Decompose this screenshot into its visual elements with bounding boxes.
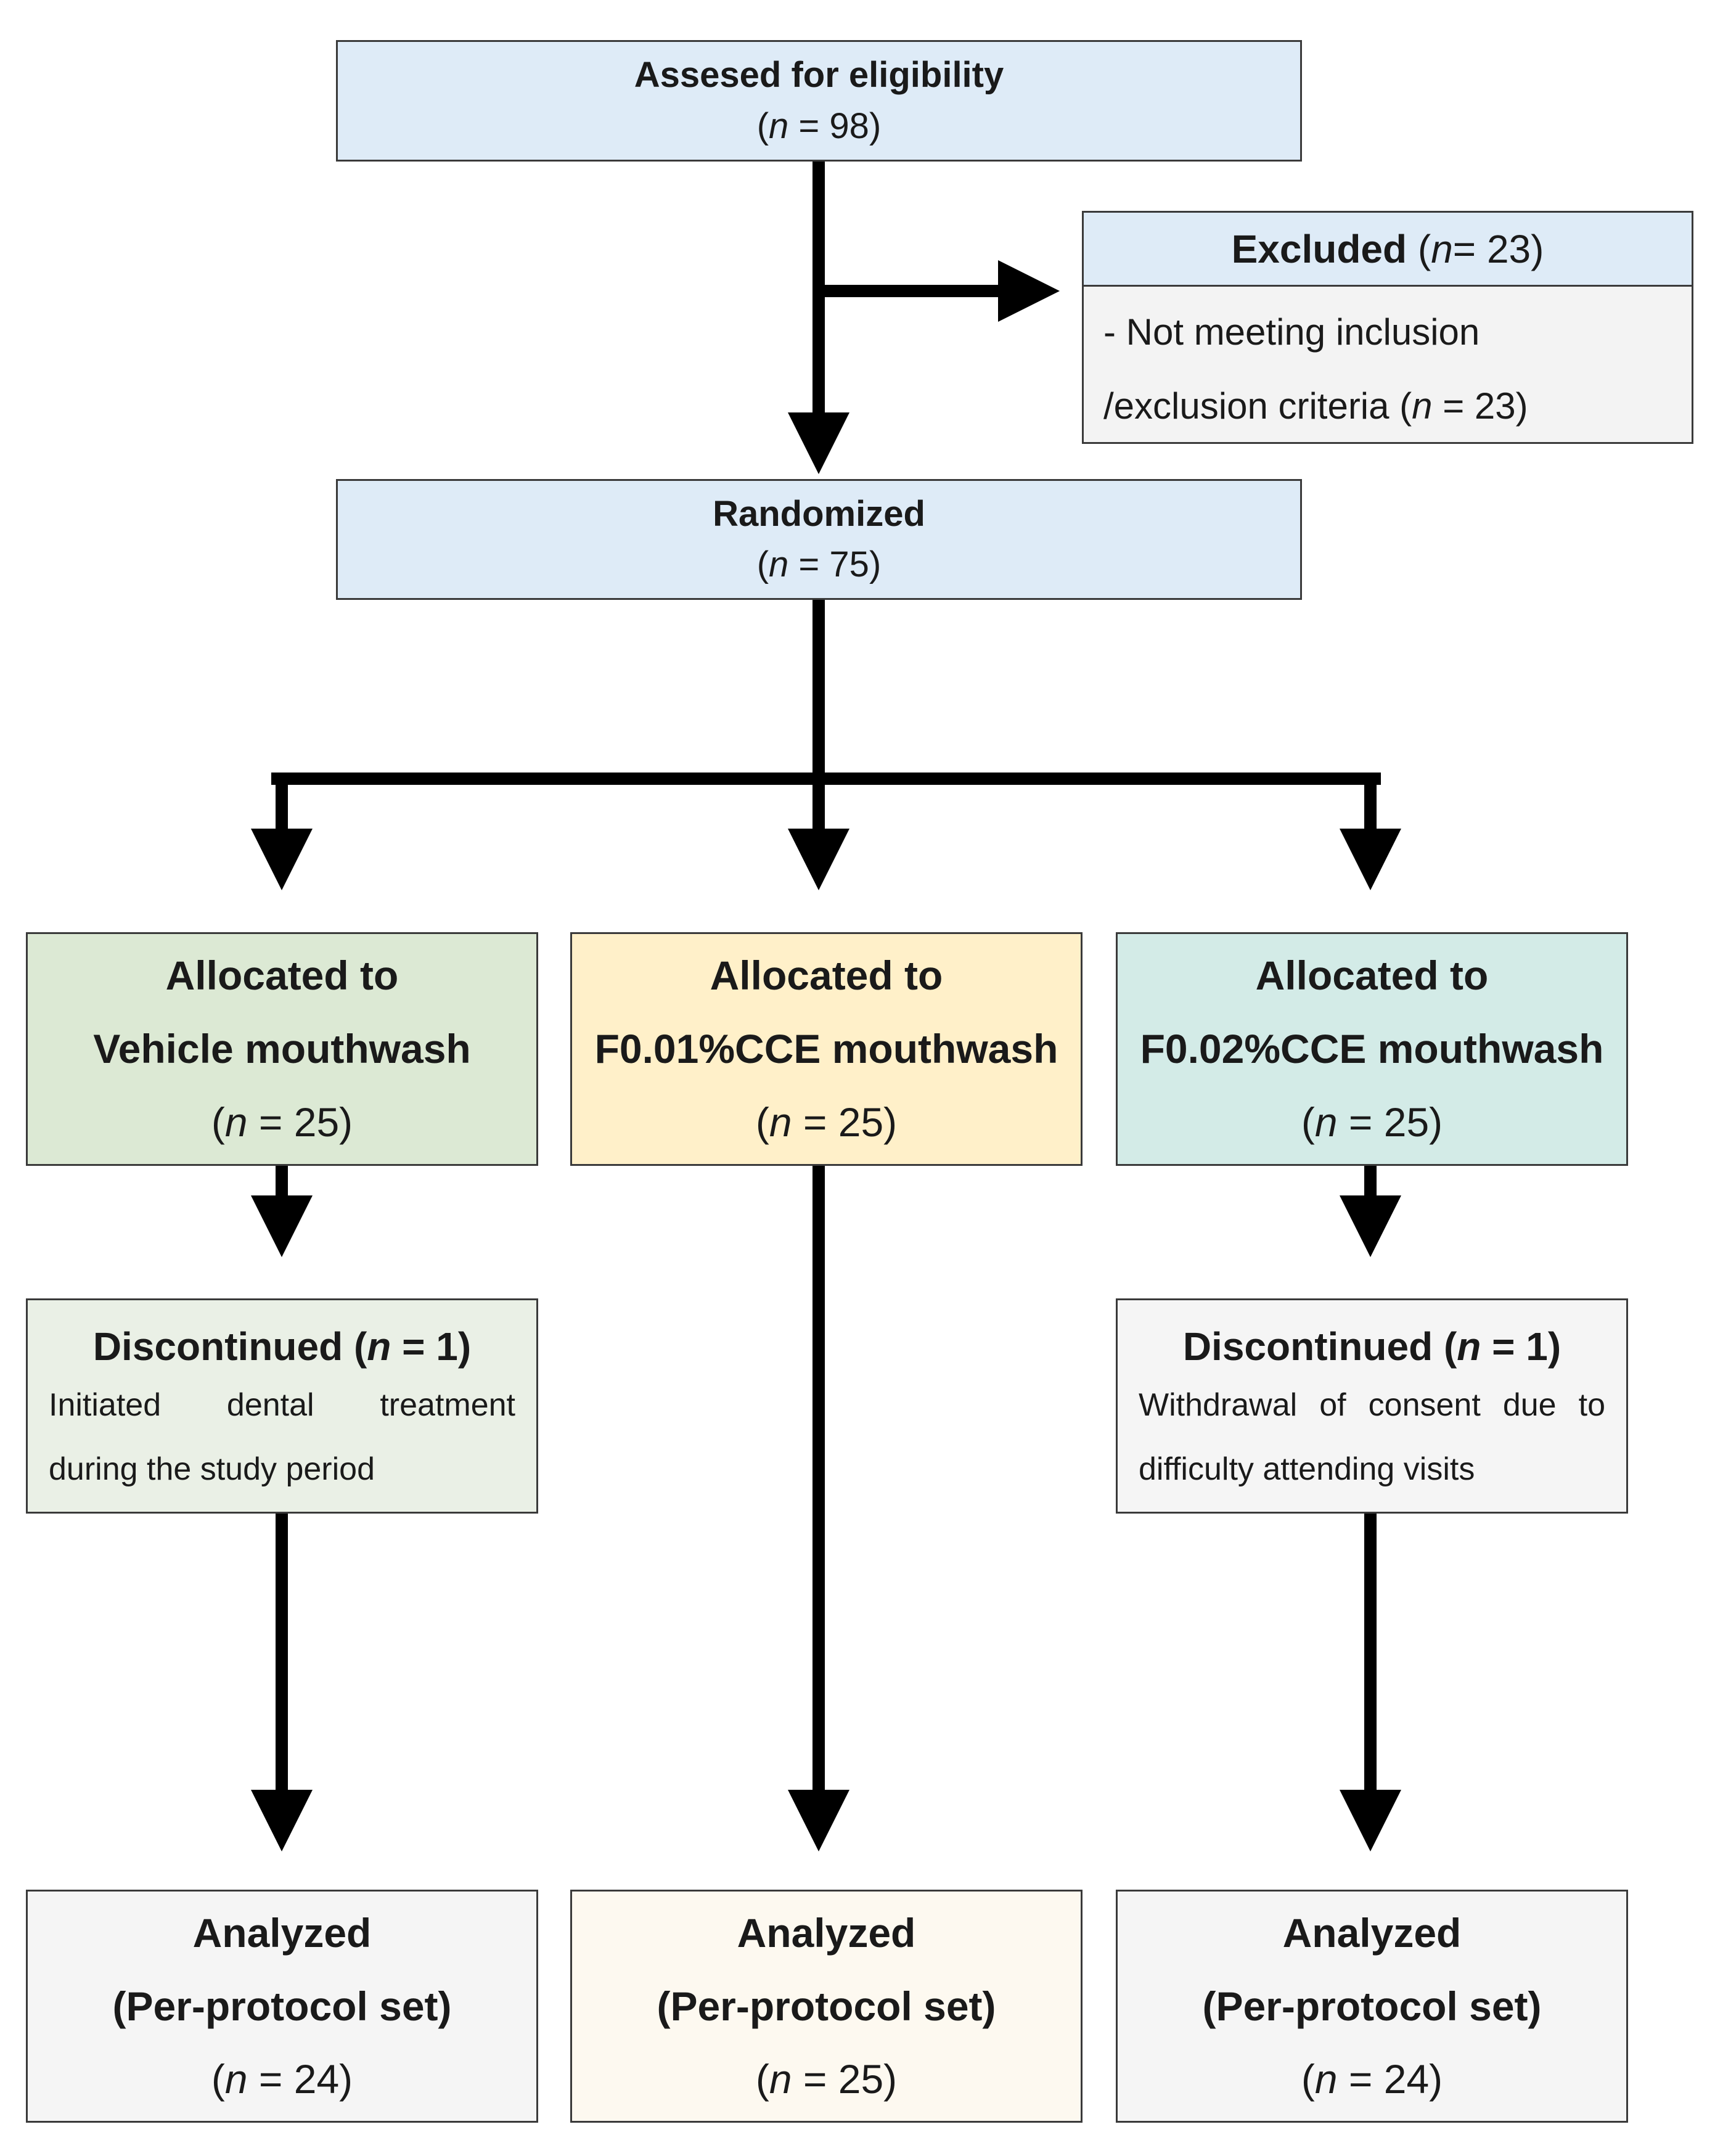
analyzed-f001-box: Analyzed (Per-protocol set) (n = 25): [570, 1890, 1083, 2123]
allocated-vehicle-box: Allocated to Vehicle mouthwash (n = 25): [26, 932, 538, 1166]
analyzed-f002-box: Analyzed (Per-protocol set) (n = 24): [1116, 1890, 1628, 2123]
excluded-box: Excluded (n = 23) - Not meeting inclusio…: [1082, 211, 1693, 444]
excluded-header: Excluded (n = 23): [1084, 213, 1692, 287]
excluded-reason: - Not meeting inclusion /exclusion crite…: [1103, 311, 1528, 427]
assessed-title: Assesed for eligibility: [634, 55, 1004, 96]
analyzed-vehicle-box: Analyzed (Per-protocol set) (n = 24): [26, 1890, 538, 2123]
randomized-box: Randomized (n = 75): [336, 479, 1302, 600]
discontinued-f002-box: Discontinued (n = 1) Withdrawal of conse…: [1116, 1298, 1628, 1514]
allocated-f001-box: Allocated to F0.01%CCE mouthwash (n = 25…: [570, 932, 1083, 1166]
randomized-title: Randomized: [713, 493, 925, 534]
discontinued-f002-reason: Withdrawal of consent due to difficulty …: [1139, 1387, 1605, 1487]
assessed-count: (n = 98): [756, 105, 882, 146]
discontinued-vehicle-box: Discontinued (n = 1) Initiated dental tr…: [26, 1298, 538, 1514]
assessed-box: Assesed for eligibility (n = 98): [336, 40, 1302, 162]
randomized-count: (n = 75): [756, 544, 882, 584]
discontinued-vehicle-reason: Initiated dental treatment during the st…: [49, 1387, 515, 1487]
allocated-f002-box: Allocated to F0.02%CCE mouthwash (n = 25…: [1116, 932, 1628, 1166]
